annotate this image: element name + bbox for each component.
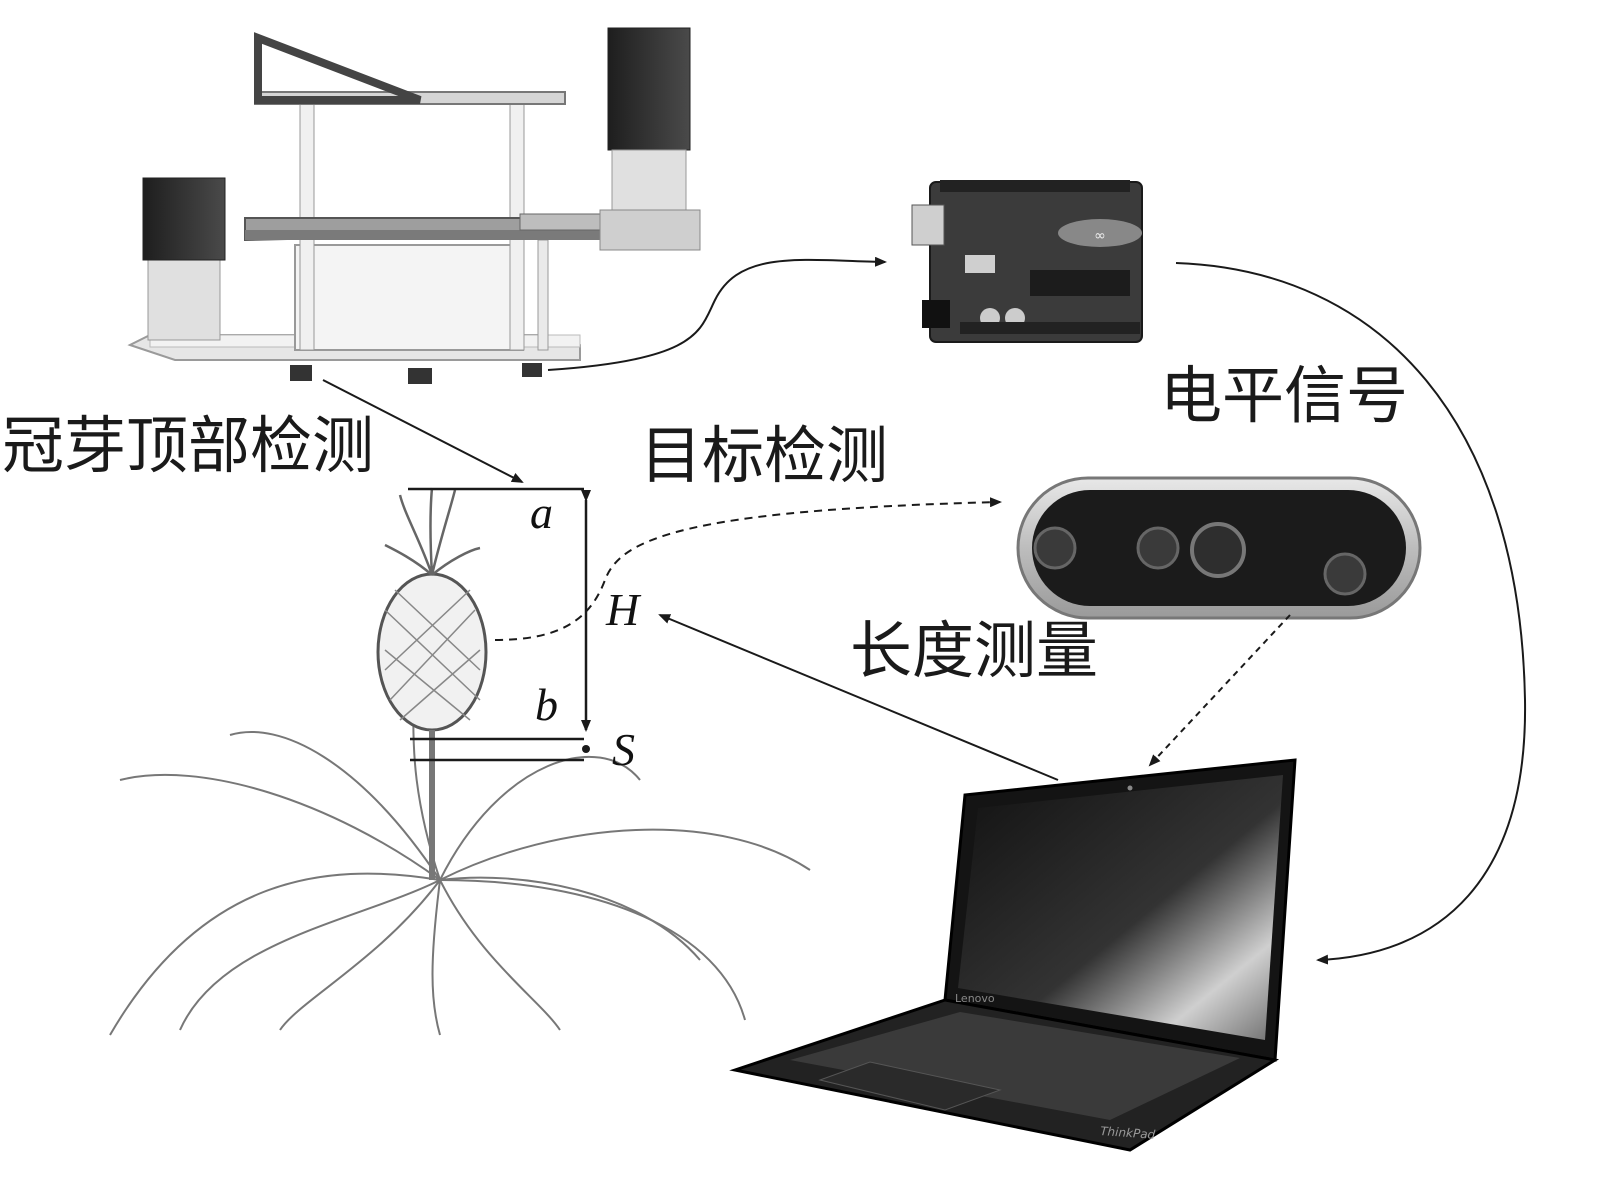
arrow-arduino-to-laptop [1175,262,1527,965]
label-target-detection: 目标检测 [640,419,889,492]
height-measurement [408,487,591,762]
svg-text:∞: ∞ [1094,228,1106,244]
arrow-laptop-to-H [658,614,1059,781]
var-a: a [530,487,553,538]
pineapple-plant [109,487,811,1036]
var-S: S [612,724,635,775]
depth-camera [1016,476,1422,620]
var-b: b [535,679,558,730]
laptop-maker-text: Lenovo [955,992,995,1005]
label-length-measurement: 长度测量 [850,614,1099,687]
laptop: Lenovo ThinkPad [729,758,1297,1152]
turntable-mechanism [127,27,701,384]
label-level-signal: 电平信号 [1160,359,1409,432]
laptop-brand-text: ThinkPad [1100,1124,1156,1142]
var-H: H [606,584,640,635]
arrow-camera-to-laptop [1148,614,1291,767]
arrow-plant-to-camera [494,497,1002,641]
arduino-board: ∞ [911,180,1143,343]
label-crown-top-detection: 冠芽顶部检测 [2,409,375,482]
arrow-platform-to-crown [322,379,524,483]
arrow-platform-to-arduino [547,256,887,371]
